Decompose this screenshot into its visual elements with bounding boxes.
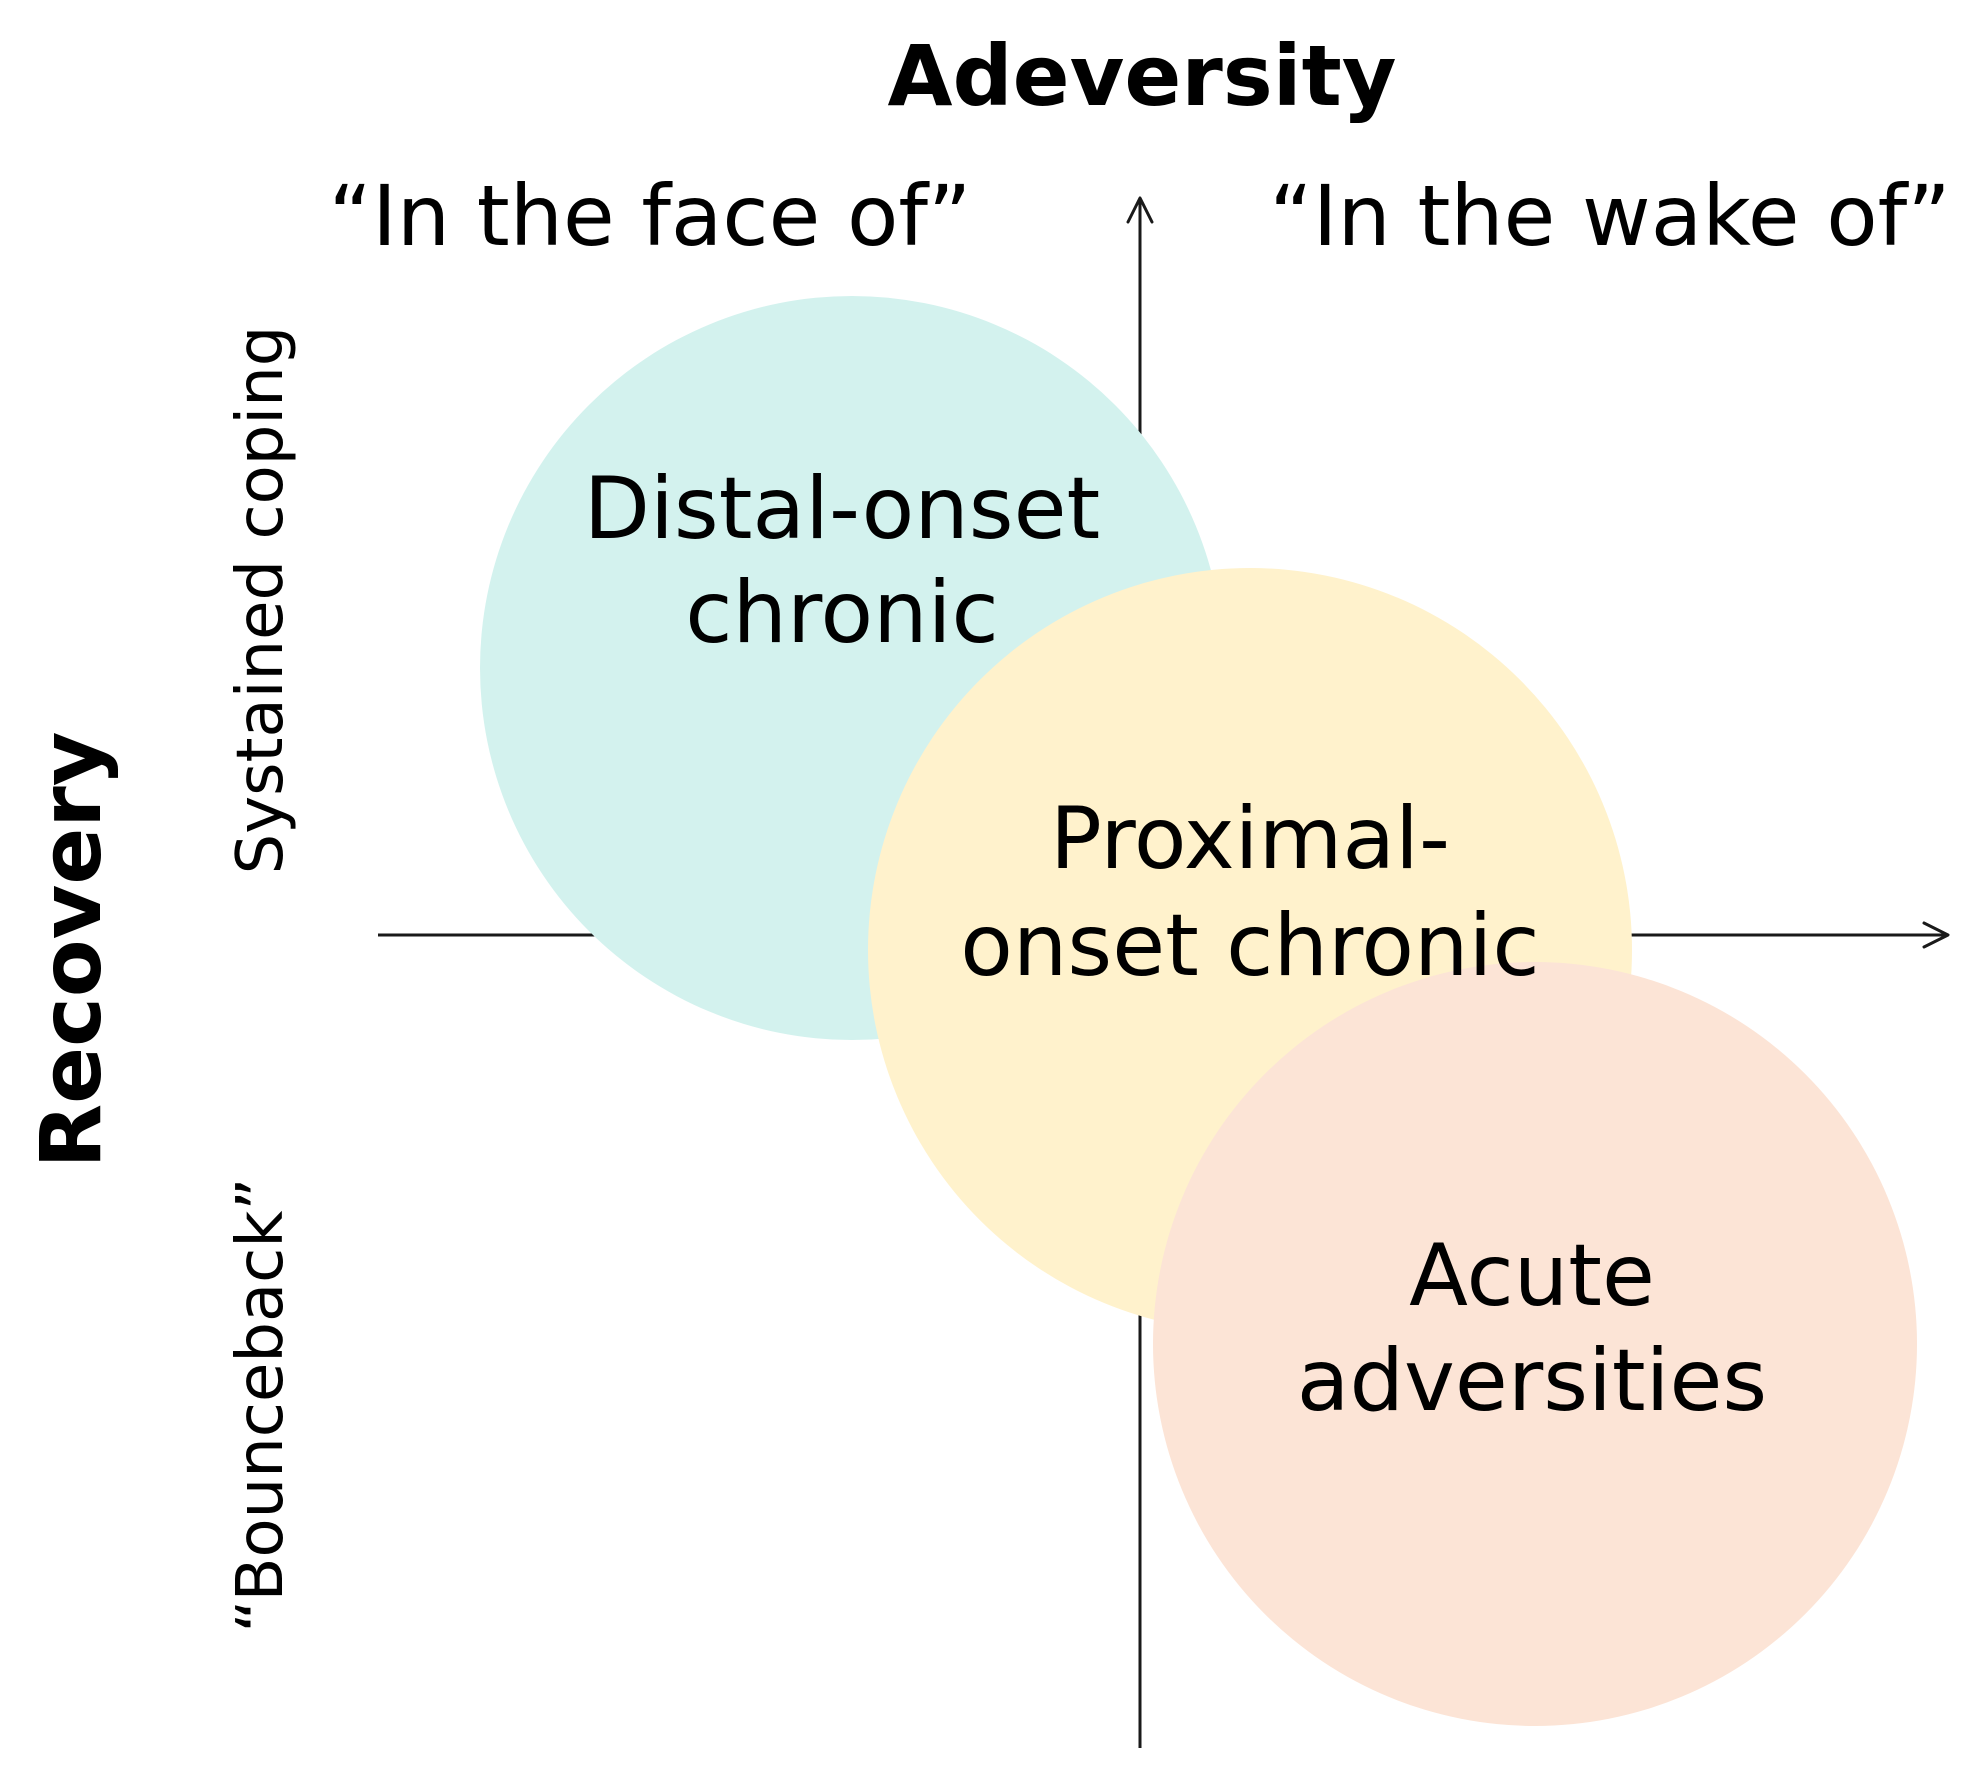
distal-onset-label-line1: Distal-onset (584, 459, 1100, 559)
in-the-wake-of-label: “In the wake of” (1269, 167, 1950, 265)
recovery-axis-title: Recovery (22, 731, 120, 1168)
acute-adversities-circle (1153, 962, 1917, 1726)
proximal-onset-label-line1: Proximal- (1050, 789, 1450, 889)
proximal-onset-label-line2: onset chronic (960, 896, 1539, 996)
acute-adversities-label-line2: adversities (1297, 1331, 1767, 1431)
adversity-axis-title: Adeversity (888, 27, 1397, 125)
sustained-coping-label: Systained coping (224, 326, 298, 875)
vertical-axis-arrowhead (1126, 196, 1154, 224)
bounceback-label: “Bounceback” (224, 1177, 298, 1632)
horizontal-axis-arrowhead (1922, 921, 1950, 949)
acute-adversities-label-line1: Acute (1409, 1226, 1655, 1326)
in-the-face-of-label: “In the face of” (329, 167, 972, 265)
distal-onset-label-line2: chronic (685, 563, 999, 663)
